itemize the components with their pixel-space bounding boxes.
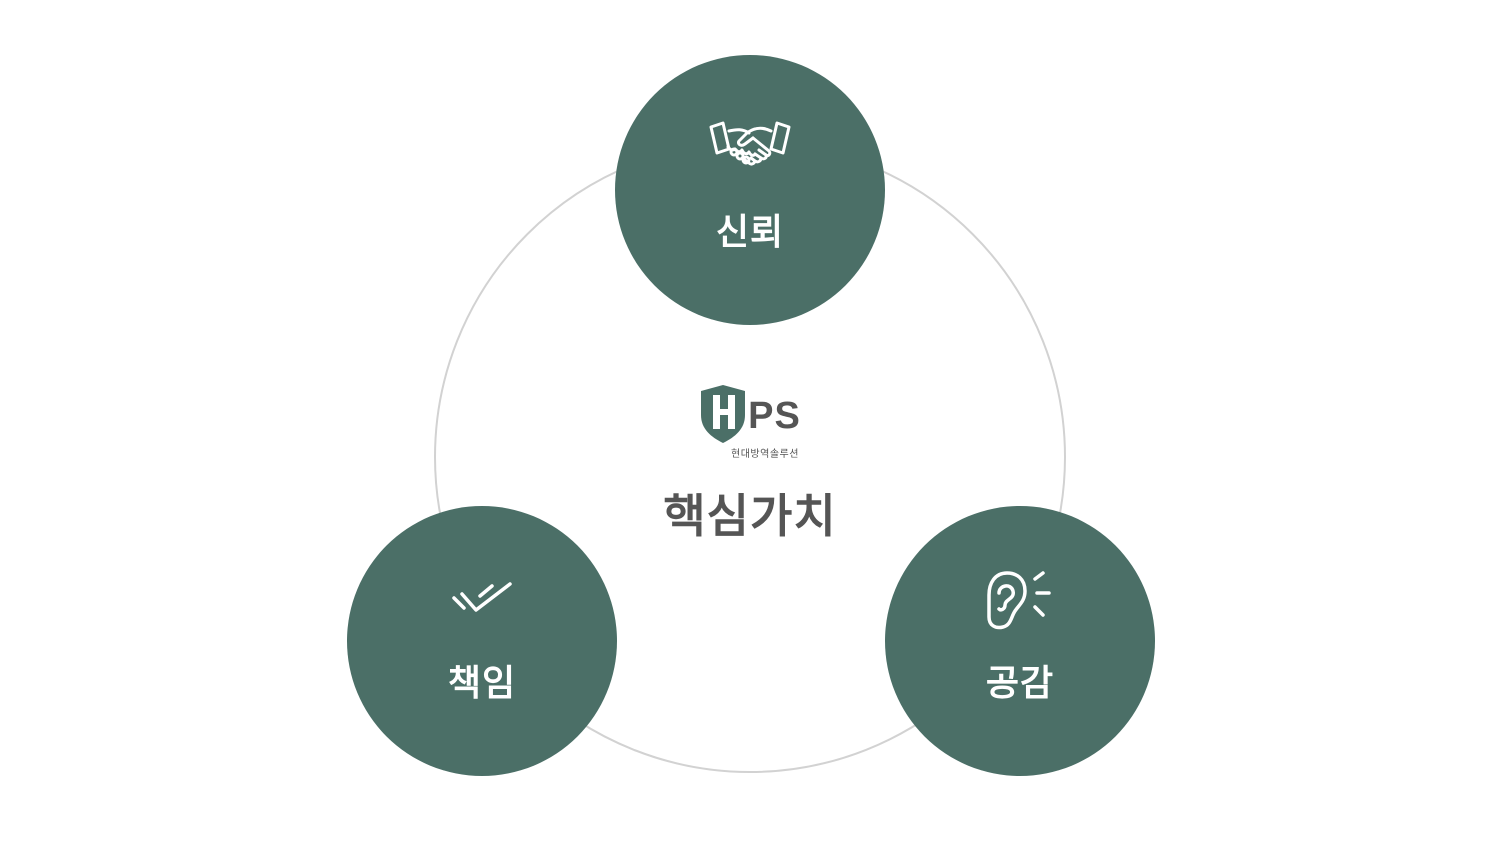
value-label-empathy: 공감 <box>985 663 1055 704</box>
ear-listening-icon <box>978 568 1062 632</box>
diagram-title: 핵심가치 <box>663 489 837 543</box>
logo-letters: PS <box>748 394 801 437</box>
value-node-trust[interactable]: 신뢰 <box>615 55 885 325</box>
shield-h-logo-icon <box>699 385 747 447</box>
value-label-trust: 신뢰 <box>715 212 785 253</box>
value-label-responsibility: 책임 <box>447 663 517 704</box>
value-node-responsibility[interactable]: 책임 <box>347 506 617 776</box>
double-check-icon <box>440 568 524 632</box>
company-logo: PS 현대방역솔루션 <box>699 385 801 460</box>
handshake-icon <box>708 117 792 181</box>
value-node-empathy[interactable]: 공감 <box>885 506 1155 776</box>
center-block: PS 현대방역솔루션 핵심가치 <box>600 385 900 546</box>
logo-subtitle: 현대방역솔루션 <box>731 449 799 460</box>
